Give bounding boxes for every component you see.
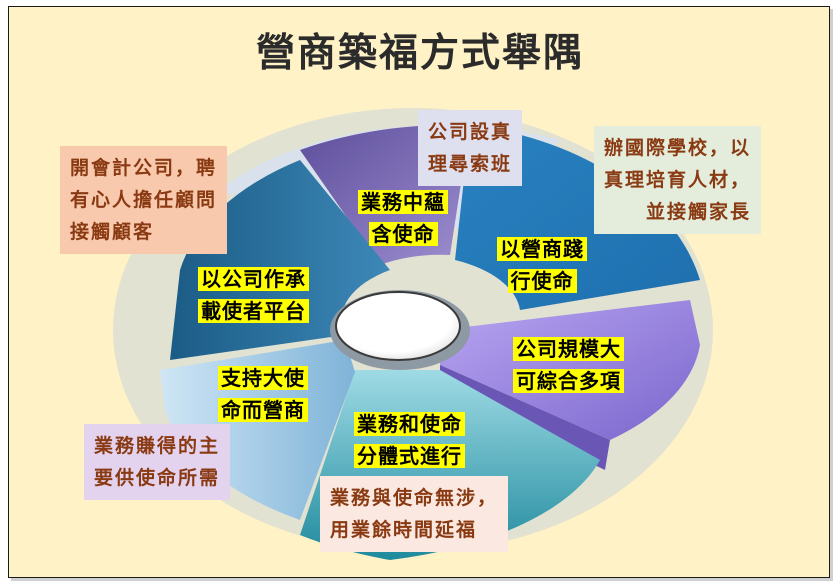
callout-truth-class: 公司設真 理尋索班 — [418, 110, 523, 186]
wheel-label-right: 以營商踐 行使命 — [497, 233, 587, 297]
slide-title: 營商築福方式舉隅 — [255, 31, 584, 76]
wheel-label-upper-left: 以公司作承 載使者平台 — [198, 263, 309, 327]
callout-business-earnings: 業務賺得的主 要供使命所需 — [84, 424, 231, 500]
wheel-label-purple: 公司規模大 可綜合多項 — [513, 333, 624, 397]
wheel-label-bottom: 業務和使命 分體式進行 — [354, 408, 465, 472]
center-hole — [335, 291, 461, 361]
callout-international-school: 辦國際學校，以 真理培育人材， 並接觸家長 — [594, 126, 762, 234]
wheel-label-lower-left: 支持大使 命而營商 — [218, 362, 308, 426]
callout-accounting-firm: 開會計公司，聘 有心人擔任顧問 接觸顧客 — [60, 146, 228, 254]
wheel-label-top: 業務中蘊 含使命 — [358, 186, 448, 250]
callout-spare-time: 業務與使命無涉， 用業餘時間延福 — [320, 476, 509, 552]
